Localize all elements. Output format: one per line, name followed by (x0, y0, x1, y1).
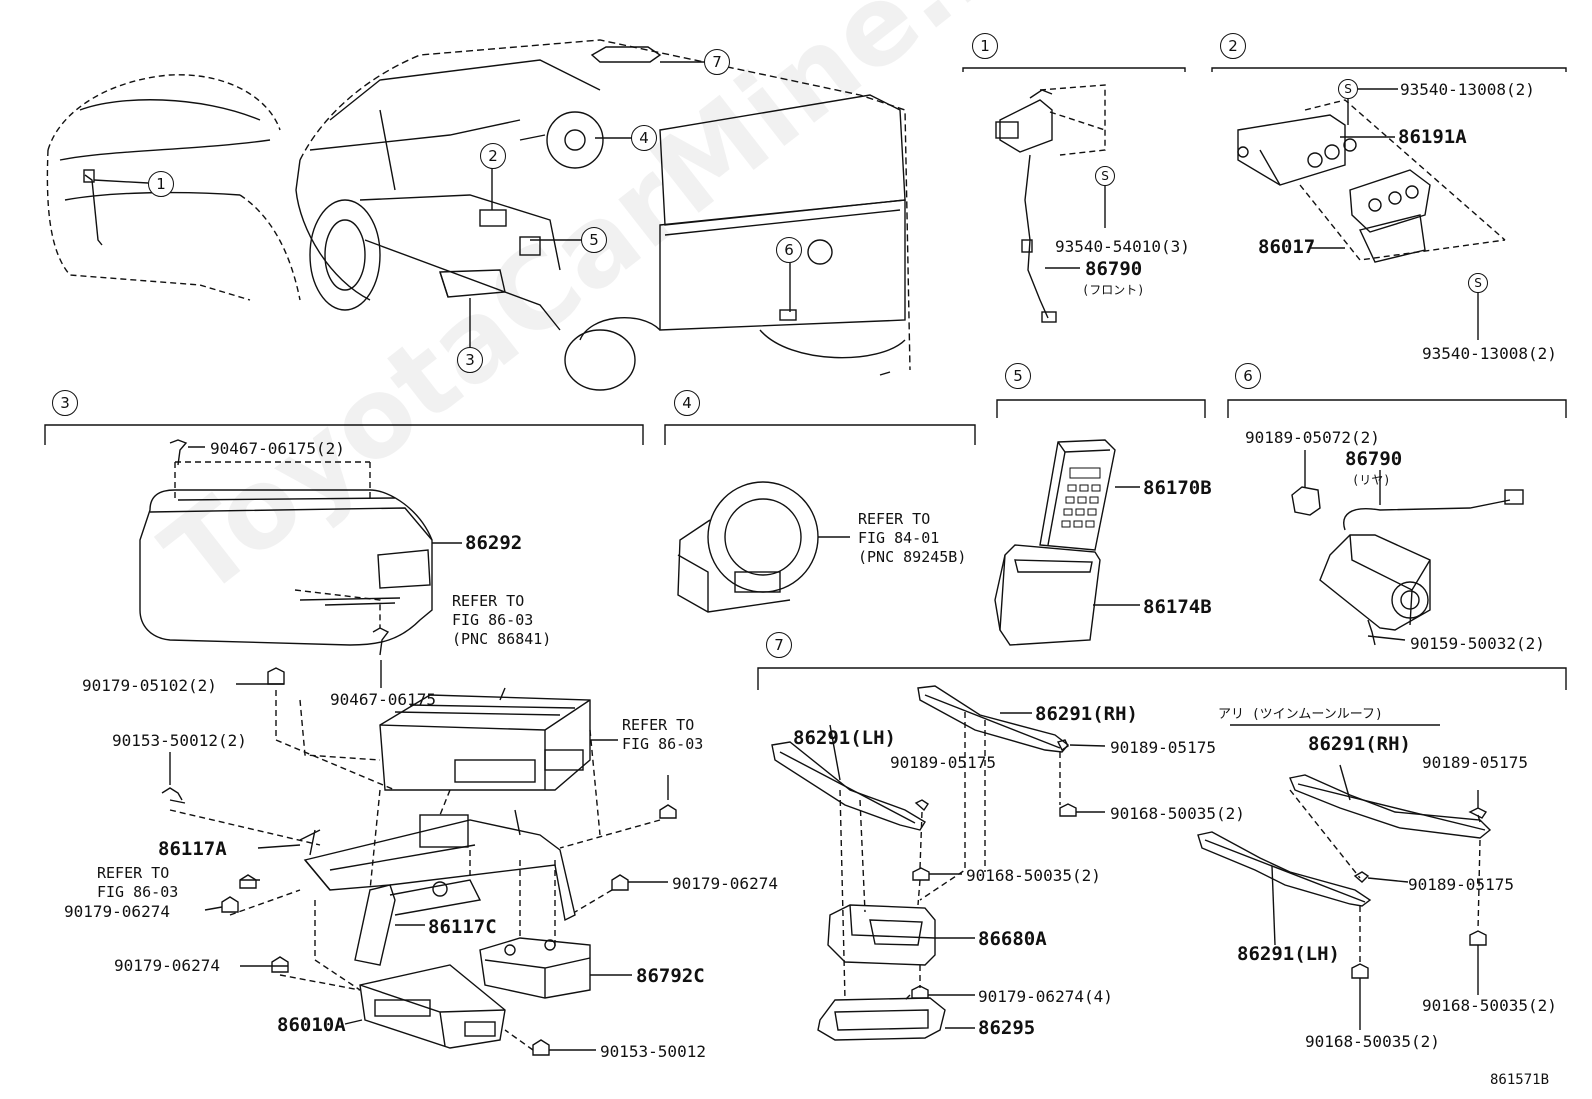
refer-fig-84-01: REFER TO FIG 84-01 (PNC 89245B) (858, 510, 967, 566)
part-90179-06274-right[interactable]: 90179-06274 (672, 874, 778, 893)
part-86191A[interactable]: 86191A (1398, 126, 1467, 148)
section-3-marker: 3 (52, 390, 78, 416)
part-93540-13008-bottom[interactable]: 93540-13008(2) (1422, 344, 1557, 363)
part-86291-lh-variant[interactable]: 86291(LH) (1237, 943, 1340, 965)
overview-callout-7[interactable]: 7 (704, 49, 730, 75)
section-1-art (962, 67, 1186, 323)
refer-fig-86-03-right: REFER TO FIG 86-03 (622, 716, 704, 753)
refer-fig-86-03-left: REFER TO FIG 86-03 (97, 864, 179, 901)
part-90189-05175-variant-top[interactable]: 90189-05175 (1422, 753, 1528, 772)
part-90189-05072[interactable]: 90189-05072(2) (1245, 428, 1380, 447)
part-86790-rear[interactable]: 86790 (1345, 448, 1403, 470)
overview-callout-1[interactable]: 1 (148, 171, 174, 197)
part-86291-rh-variant[interactable]: 86291(RH) (1308, 733, 1411, 755)
part-86170B[interactable]: 86170B (1143, 477, 1212, 499)
section-3-art (44, 424, 677, 1056)
part-86017[interactable]: 86017 (1258, 236, 1316, 258)
refer-fig-86-03-pnc: REFER TO FIG 86-03 (PNC 86841) (452, 592, 552, 648)
section-7-marker: 7 (766, 632, 792, 658)
section-7-art (757, 667, 1567, 1041)
part-86010A[interactable]: 86010A (277, 1014, 346, 1036)
section-4-marker: 4 (674, 390, 700, 416)
part-90153-50012-x2[interactable]: 90153-50012(2) (112, 731, 247, 750)
part-90189-05175-rh[interactable]: 90189-05175 (1110, 738, 1216, 757)
s-mark-icon: S (1095, 166, 1115, 186)
part-86117C[interactable]: 86117C (428, 916, 497, 938)
part-90467-06175-x2[interactable]: 90467-06175(2) (210, 439, 345, 458)
part-90168-50035-mid[interactable]: 90168-50035(2) (966, 866, 1101, 885)
part-90179-05102[interactable]: 90179-05102(2) (82, 676, 217, 695)
front-vehicle-sketch (46, 74, 301, 301)
part-90179-06274-left[interactable]: 90179-06274 (64, 902, 170, 921)
section-2-art (1211, 67, 1567, 340)
s-mark-icon: S (1338, 79, 1358, 99)
section-1-marker: 1 (972, 33, 998, 59)
part-86790-front-note: (フロント) (1082, 283, 1145, 297)
overview-callout-4[interactable]: 4 (631, 125, 657, 151)
part-86792C[interactable]: 86792C (636, 965, 705, 987)
part-90179-06274-x4[interactable]: 90179-06274(4) (978, 987, 1113, 1006)
part-86117A[interactable]: 86117A (158, 838, 227, 860)
overview-callout-5[interactable]: 5 (581, 227, 607, 253)
part-86291-lh[interactable]: 86291(LH) (793, 727, 896, 749)
figure-code: 861571B (1490, 1072, 1550, 1088)
part-93540-54010[interactable]: 93540-54010(3) (1055, 237, 1190, 256)
overview-callout-2[interactable]: 2 (480, 143, 506, 169)
part-90168-50035-variant-right[interactable]: 90168-50035(2) (1422, 996, 1557, 1015)
part-86174B[interactable]: 86174B (1143, 596, 1212, 618)
part-86295[interactable]: 86295 (978, 1017, 1036, 1039)
part-86790-rear-note: (リヤ) (1352, 473, 1391, 487)
section-2-marker: 2 (1220, 33, 1246, 59)
van-interior-sketch (295, 39, 911, 391)
part-90179-06274-bottom[interactable]: 90179-06274 (114, 956, 220, 975)
part-86790-front[interactable]: 86790 (1085, 258, 1143, 280)
part-90467-06175[interactable]: 90467-06175 (330, 690, 436, 709)
part-90153-50012[interactable]: 90153-50012 (600, 1042, 706, 1061)
section-6-art (1227, 399, 1567, 646)
part-86680A[interactable]: 86680A (978, 928, 1047, 950)
overview-leaders (93, 61, 791, 348)
part-90168-50035-variant-bottom[interactable]: 90168-50035(2) (1305, 1032, 1440, 1051)
s-mark-icon: S (1468, 273, 1488, 293)
section-6-marker: 6 (1235, 363, 1261, 389)
part-86292[interactable]: 86292 (465, 532, 523, 554)
section-5-marker: 5 (1005, 363, 1031, 389)
part-90189-05175-variant-mid[interactable]: 90189-05175 (1408, 875, 1514, 894)
overview-callout-6[interactable]: 6 (776, 237, 802, 263)
section-5-art (994, 399, 1206, 646)
variant-twin-moonroof-title: アリ (ツインムーンルーフ) (1218, 707, 1383, 722)
part-86291-rh[interactable]: 86291(RH) (1035, 703, 1138, 725)
part-90159-50032[interactable]: 90159-50032(2) (1410, 634, 1545, 653)
part-90168-50035-rh[interactable]: 90168-50035(2) (1110, 804, 1245, 823)
part-93540-13008-top[interactable]: 93540-13008(2) (1400, 80, 1535, 99)
overview-callout-3[interactable]: 3 (457, 347, 483, 373)
section-4-art (664, 424, 976, 613)
part-90189-05175-lh[interactable]: 90189-05175 (890, 753, 996, 772)
